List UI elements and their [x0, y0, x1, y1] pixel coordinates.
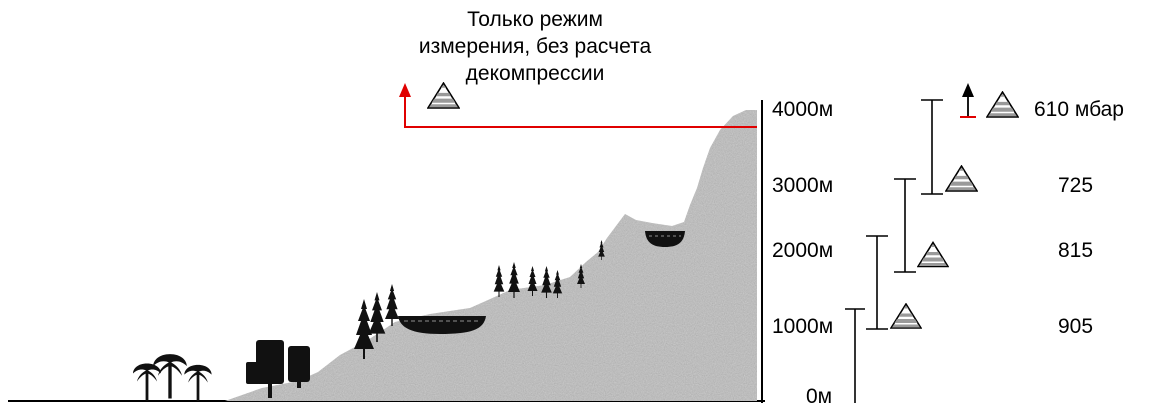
- arrow-up-icon: [960, 83, 976, 118]
- altitude-range-bracket: [845, 308, 865, 403]
- mountain-terrain: [225, 110, 757, 401]
- altitude-label-1000: 1000м: [772, 315, 833, 338]
- mountain-icon: [986, 91, 1019, 118]
- altitude-label-0: 0м: [806, 385, 832, 403]
- note-line-1: Только режим: [467, 8, 603, 31]
- altitude-range-bracket: [866, 235, 888, 330]
- tree-icon: [246, 340, 310, 398]
- lake-icon: [645, 231, 685, 247]
- altitude-range-bracket: [921, 99, 943, 195]
- measurement-only-note: Только режим измерения, без расчета деко…: [380, 6, 690, 87]
- tree-icon: [385, 284, 399, 326]
- lake-icon: [398, 316, 486, 334]
- no-deco-limit-line: [399, 83, 757, 128]
- note-line-2: измерения, без расчета: [418, 35, 652, 58]
- altitude-range-bracket: [894, 178, 916, 273]
- altitude-label-4000: 4000м: [772, 98, 833, 121]
- pressure-label-905: 905: [1058, 315, 1093, 338]
- palm-tree-icon: [184, 364, 212, 401]
- tree-icon: [493, 265, 505, 297]
- pressure-label-610: 610 мбар: [1034, 98, 1124, 121]
- palm-tree-icon: [133, 363, 161, 401]
- mountain-icon: [917, 241, 949, 268]
- altitude-label-2000: 2000м: [772, 239, 833, 262]
- note-line-3: декомпрессии: [465, 62, 605, 85]
- pressure-label-725: 725: [1058, 174, 1093, 197]
- mountain-icon: [890, 303, 922, 329]
- pressure-label-815: 815: [1058, 239, 1093, 262]
- altitude-label-3000: 3000м: [772, 174, 833, 197]
- mountain-icon: [945, 165, 978, 192]
- mountain-icon: [427, 82, 460, 109]
- palm-tree-icon: [153, 354, 187, 399]
